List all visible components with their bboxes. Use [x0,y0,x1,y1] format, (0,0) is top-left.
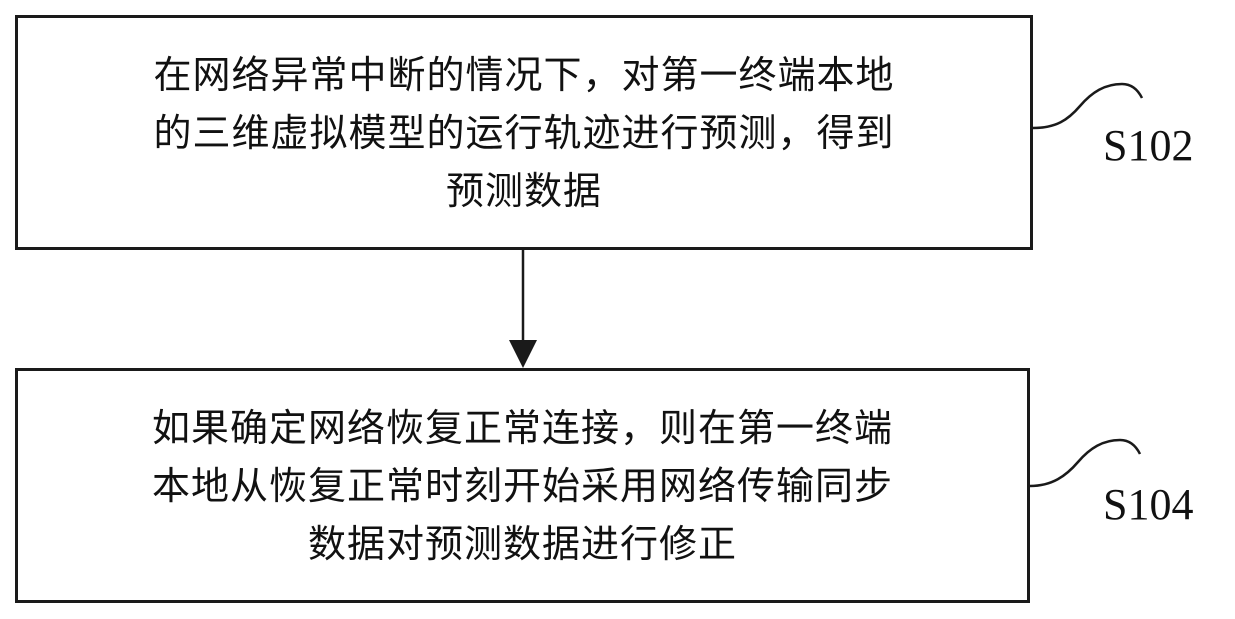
step-text-s102: 在网络异常中断的情况下，对第一终端本地 的三维虚拟模型的运行轨迹进行预测，得到 … [44,46,1004,220]
step-text-s104: 如果确定网络恢复正常连接，则在第一终端 本地从恢复正常时刻开始采用网络传输同步 … [43,399,1003,573]
step-line: 的三维虚拟模型的运行轨迹进行预测，得到 [153,110,895,155]
step-box-s104: 如果确定网络恢复正常连接，则在第一终端 本地从恢复正常时刻开始采用网络传输同步 … [15,368,1030,603]
step-line: 如果确定网络恢复正常连接，则在第一终端 [151,405,893,450]
step-line: 在网络异常中断的情况下，对第一终端本地 [153,52,895,97]
step-line: 预测数据 [445,168,602,213]
step-line: 数据对预测数据进行修正 [307,521,737,566]
flow-arrow-head [509,340,537,368]
step-line: 本地从恢复正常时刻开始采用网络传输同步 [151,463,893,508]
step-label-s102: S102 [1103,121,1194,170]
step-box-s102: 在网络异常中断的情况下，对第一终端本地 的三维虚拟模型的运行轨迹进行预测，得到 … [15,15,1033,250]
step-label-s104: S104 [1103,480,1194,529]
